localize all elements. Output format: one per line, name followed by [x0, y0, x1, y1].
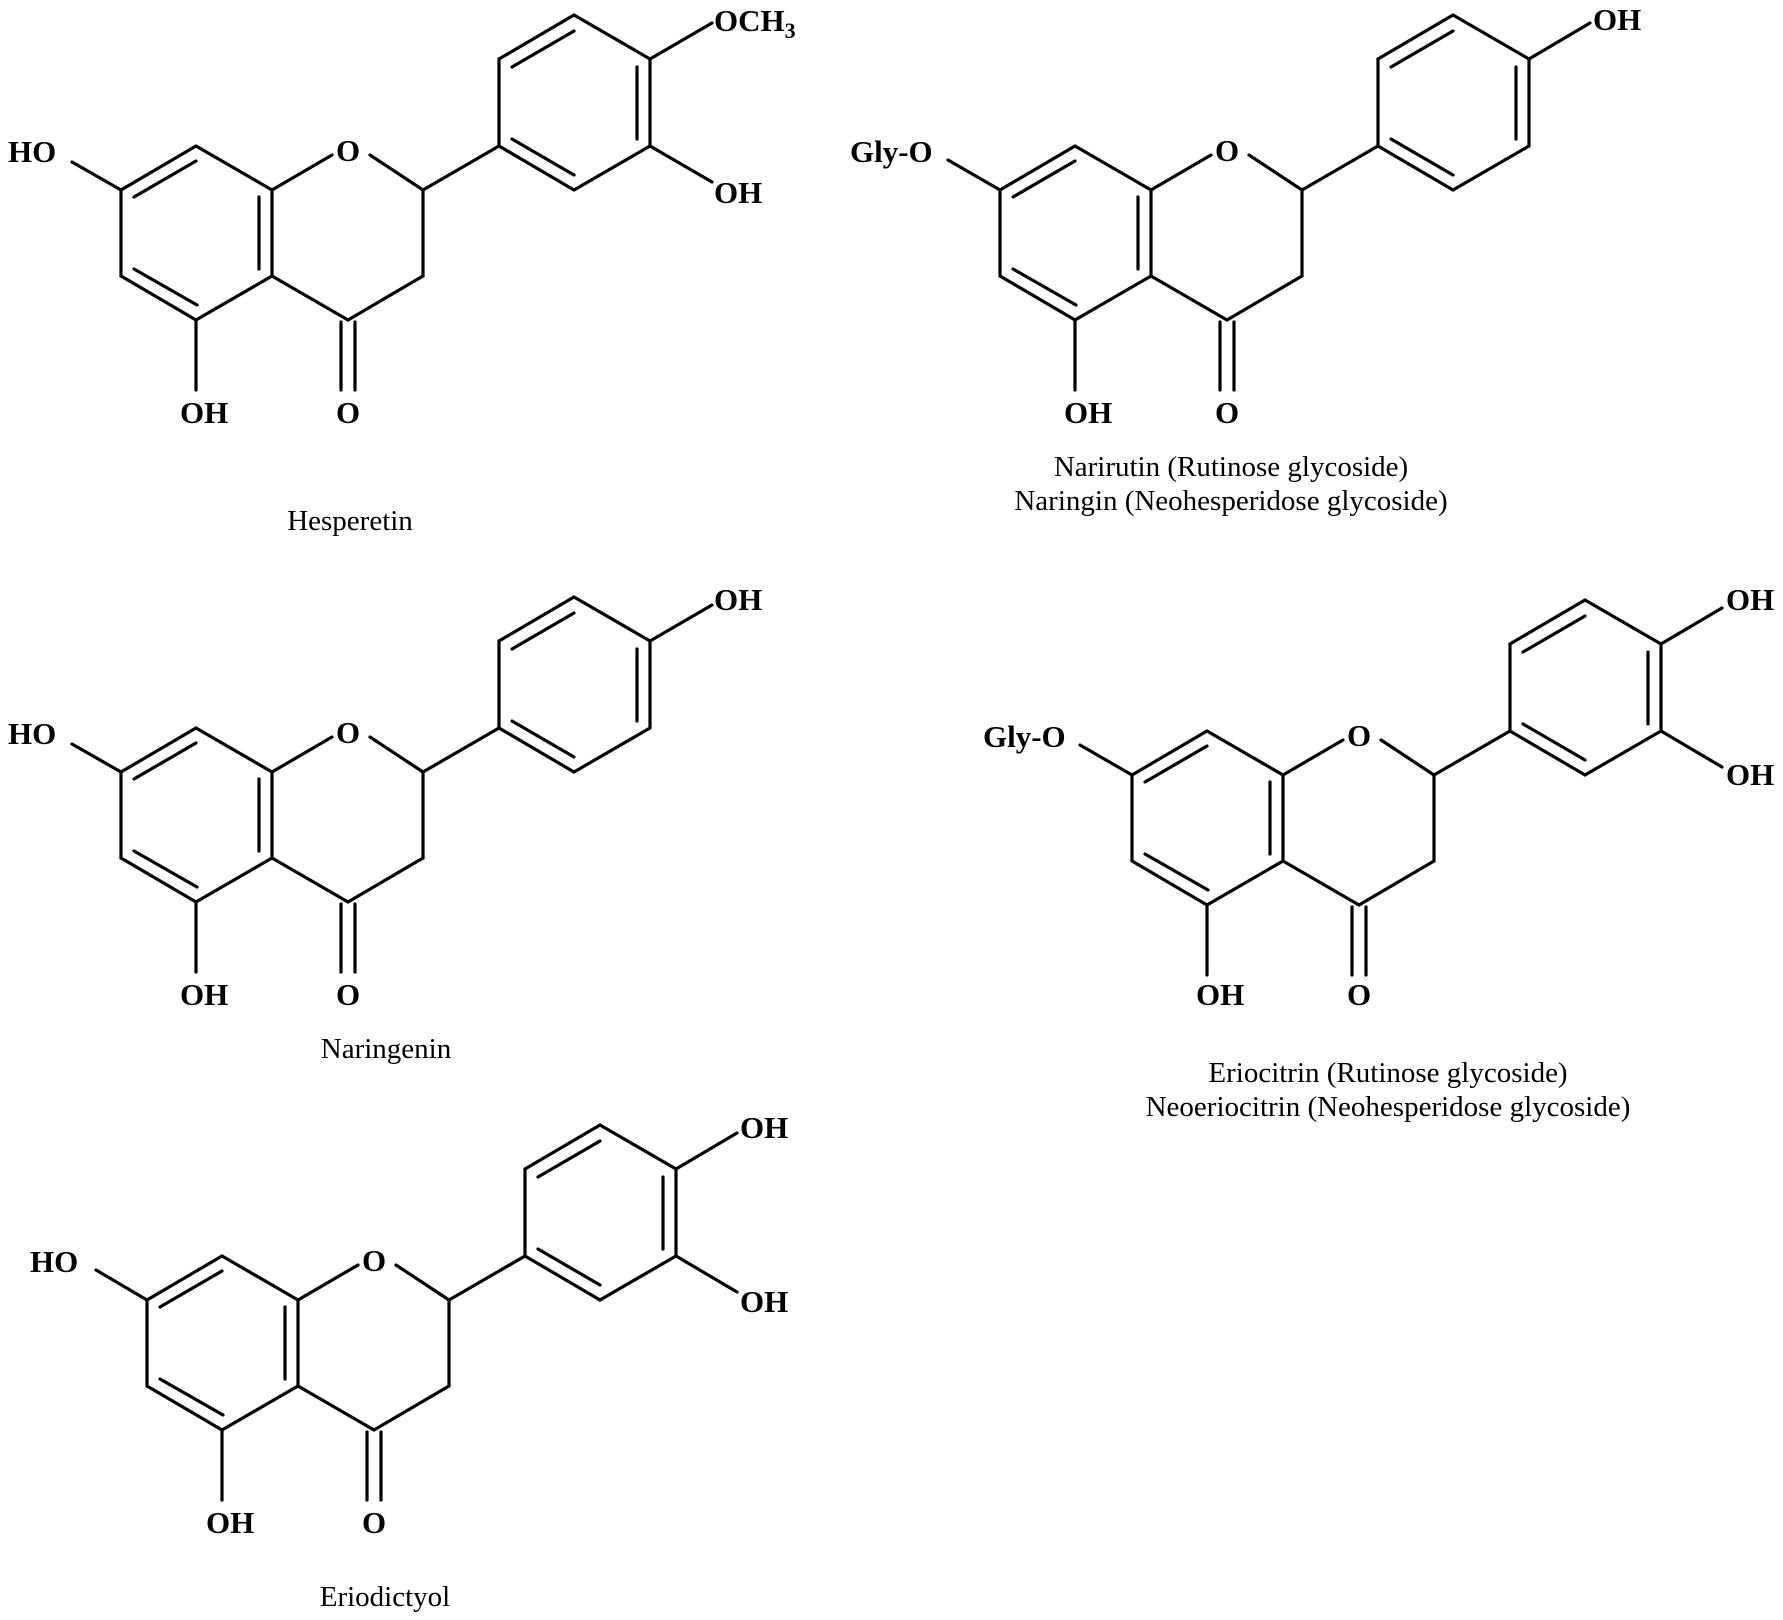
hesperetin-a-ring-bottom: OH	[180, 395, 228, 430]
eriodictyol-a-ring-bottom: OH	[206, 1505, 254, 1540]
naringenin-b-ring-para: OH	[714, 582, 762, 617]
naringenin-carbonyl: O	[336, 977, 360, 1012]
eriodictyol-a-ring-left: HO	[30, 1244, 78, 1279]
eriocitrin-caption-line-2: Neoeriocitrin (Neohesperidose glycoside)	[1146, 1091, 1631, 1123]
molecule-naringenin: HO OH O O OH Naringenin	[8, 582, 762, 1065]
hesperetin-b-ring-top: OCH3	[714, 3, 796, 43]
molecule-eriocitrin-neoeriocitrin: Gly-O OH O O OH OH Eriocitrin (Rutinose …	[983, 582, 1774, 1123]
narirutin-a-ring-bottom: OH	[1064, 395, 1112, 430]
hesperetin-bonds	[70, 13, 714, 392]
hesperetin-b-ring-bottom: OH	[714, 175, 762, 210]
hesperetin-b-ring-top-sub: 3	[785, 18, 796, 43]
narirutin-carbonyl: O	[1215, 395, 1239, 430]
eriocitrin-a-ring-left: Gly-O	[983, 719, 1066, 754]
eriodictyol-ring-oxygen: O	[362, 1243, 386, 1278]
eriocitrin-bonds	[1078, 598, 1724, 977]
narirutin-b-ring-para: OH	[1593, 2, 1641, 37]
naringenin-ring-oxygen: O	[336, 715, 360, 750]
naringenin-bonds	[70, 595, 714, 974]
naringenin-a-ring-bottom: OH	[180, 977, 228, 1012]
narirutin-ring-oxygen: O	[1215, 133, 1239, 168]
eriocitrin-b-ring-top: OH	[1726, 582, 1774, 617]
eriocitrin-b-ring-bottom: OH	[1726, 757, 1774, 792]
molecule-narirutin-naringin: Gly-O OH O O OH Narirutin (Rutinose glyc…	[850, 2, 1641, 517]
naringenin-a-ring-left: HO	[8, 716, 56, 751]
molecule-eriodictyol: HO OH O O OH OH Eriodictyol	[30, 1110, 788, 1613]
narirutin-bonds	[946, 13, 1592, 392]
eriodictyol-caption: Eriodictyol	[320, 1581, 450, 1613]
eriodictyol-carbonyl: O	[362, 1505, 386, 1540]
narirutin-caption-line-1: Narirutin (Rutinose glycoside)	[1054, 451, 1408, 483]
hesperetin-ring-oxygen: O	[336, 133, 360, 168]
naringenin-caption: Naringenin	[321, 1033, 452, 1065]
eriocitrin-a-ring-bottom: OH	[1196, 977, 1244, 1012]
eriodictyol-b-ring-top: OH	[740, 1110, 788, 1145]
narirutin-caption-line-2: Naringin (Neohesperidose glycoside)	[1014, 485, 1447, 517]
eriodictyol-bonds	[94, 1123, 739, 1502]
eriocitrin-carbonyl: O	[1347, 977, 1371, 1012]
eriocitrin-caption-line-1: Eriocitrin (Rutinose glycoside)	[1208, 1057, 1567, 1089]
hesperetin-caption: Hesperetin	[287, 505, 413, 537]
hesperetin-carbonyl: O	[336, 395, 360, 430]
eriocitrin-ring-oxygen: O	[1347, 718, 1371, 753]
molecule-hesperetin: HO OH O O OCH3 OH Hesperetin	[8, 3, 796, 537]
narirutin-a-ring-left: Gly-O	[850, 134, 933, 169]
hesperetin-b-ring-top-main: OCH	[714, 3, 785, 38]
hesperetin-a-ring-left: HO	[8, 134, 56, 169]
eriodictyol-b-ring-bottom: OH	[740, 1284, 788, 1319]
